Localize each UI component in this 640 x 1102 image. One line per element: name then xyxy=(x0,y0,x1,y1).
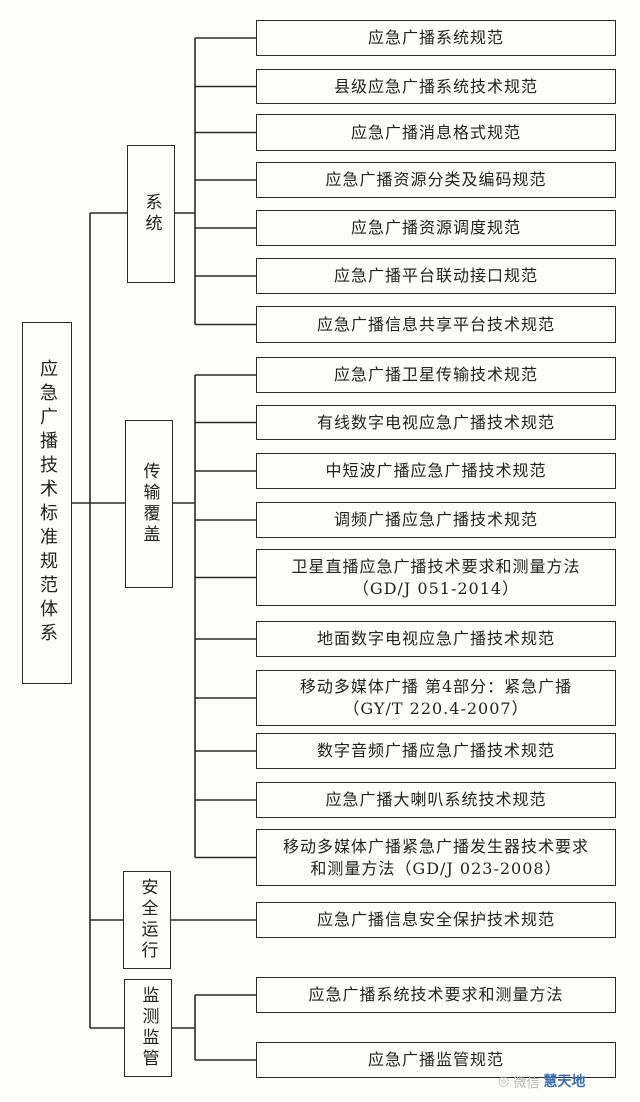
standard-box: 地面数字电视应急广播技术规范 xyxy=(256,621,616,657)
category-label: 安全运行 xyxy=(137,878,158,962)
standard-box: 调频广播应急广播技术规范 xyxy=(256,502,616,538)
standard-title: 县级应急广播系统技术规范 xyxy=(333,76,538,96)
standard-title: 应急广播信息安全保护技术规范 xyxy=(316,910,555,929)
standard-title: 应急广播系统规范 xyxy=(367,28,504,47)
category-monitoring-supervision: 监测监管 xyxy=(124,979,172,1077)
standard-title: 应急广播平台联动接口规范 xyxy=(333,266,538,285)
standard-title: 卫星直播应急广播技术要求和测量方法 xyxy=(291,556,581,576)
standard-box: 应急广播资源调度规范 xyxy=(256,210,616,246)
standard-subtitle: （GY/T 220.4-2007） xyxy=(343,699,529,718)
standard-title: 应急广播信息共享平台技术规范 xyxy=(316,314,555,334)
standard-box: 卫星直播应急广播技术要求和测量方法（GD/J 051-2014） xyxy=(256,549,616,606)
standard-title: 数字音频广播应急广播技术规范 xyxy=(316,741,555,760)
watermark-text: 微信 xyxy=(513,1075,540,1091)
standard-box: 应急广播系统技术要求和测量方法 xyxy=(256,977,616,1013)
standard-title: 应急广播系统技术要求和测量方法 xyxy=(308,985,564,1004)
standard-title: 调频广播应急广播技术规范 xyxy=(333,510,538,529)
standard-title: 应急广播大喇叭系统技术规范 xyxy=(325,790,547,809)
category-safe-operation: 安全运行 xyxy=(123,871,171,969)
standard-box: 应急广播卫星传输技术规范 xyxy=(256,357,616,393)
standard-subtitle: 和测量方法（GD/J 023-2008） xyxy=(310,858,562,878)
watermark: ◎ 微信 慧天地 xyxy=(498,1060,640,1102)
standard-subtitle: （GD/J 051-2014） xyxy=(352,578,520,598)
standard-title: 应急广播卫星传输技术规范 xyxy=(333,365,538,384)
standard-box: 移动多媒体广播紧急广播发生器技术要求和测量方法（GD/J 023-2008） xyxy=(256,829,616,886)
category-label: 传输覆盖 xyxy=(139,462,160,546)
standard-box: 有线数字电视应急广播技术规范 xyxy=(256,405,616,440)
root-label: 应急广播技术标准规范体系 xyxy=(37,359,58,647)
standard-title: 应急广播资源分类及编码规范 xyxy=(325,170,547,189)
standard-title: 有线数字电视应急广播技术规范 xyxy=(316,412,555,432)
standard-box: 移动多媒体广播 第4部分：紧急广播 （GY/T 220.4-2007） xyxy=(256,670,616,726)
standard-box: 应急广播大喇叭系统技术规范 xyxy=(256,782,616,818)
standard-box: 应急广播信息共享平台技术规范 xyxy=(256,306,616,343)
standard-title: 应急广播监管规范 xyxy=(367,1050,504,1069)
standard-title: 移动多媒体广播紧急广播发生器技术要求 xyxy=(282,836,589,856)
standard-box: 应急广播监管规范 xyxy=(256,1042,616,1078)
standard-box: 应急广播信息安全保护技术规范 xyxy=(256,902,616,938)
standard-box: 县级应急广播系统技术规范 xyxy=(256,69,616,104)
standard-title: 中短波广播应急广播技术规范 xyxy=(325,461,547,480)
standard-box: 数字音频广播应急广播技术规范 xyxy=(256,733,616,769)
standard-box: 应急广播消息格式规范 xyxy=(256,114,616,151)
standard-title: 应急广播资源调度规范 xyxy=(350,218,521,237)
standard-box: 应急广播平台联动接口规范 xyxy=(256,258,616,294)
standard-box: 应急广播资源分类及编码规范 xyxy=(256,162,616,198)
root-node: 应急广播技术标准规范体系 xyxy=(22,322,72,684)
standard-box: 应急广播系统规范 xyxy=(256,20,616,56)
wechat-icon: ◎ xyxy=(498,1073,510,1089)
category-label: 系统 xyxy=(141,193,162,235)
standard-title: 应急广播消息格式规范 xyxy=(350,122,521,142)
category-system: 系统 xyxy=(127,145,175,283)
standard-title: 移动多媒体广播 第4部分：紧急广播 xyxy=(299,677,573,696)
watermark-logo: 慧天地 xyxy=(543,1074,586,1090)
category-transmission-coverage: 传输覆盖 xyxy=(125,420,173,588)
category-label: 监测监管 xyxy=(138,986,159,1070)
standard-title: 地面数字电视应急广播技术规范 xyxy=(316,629,555,648)
standard-box: 中短波广播应急广播技术规范 xyxy=(256,453,616,489)
